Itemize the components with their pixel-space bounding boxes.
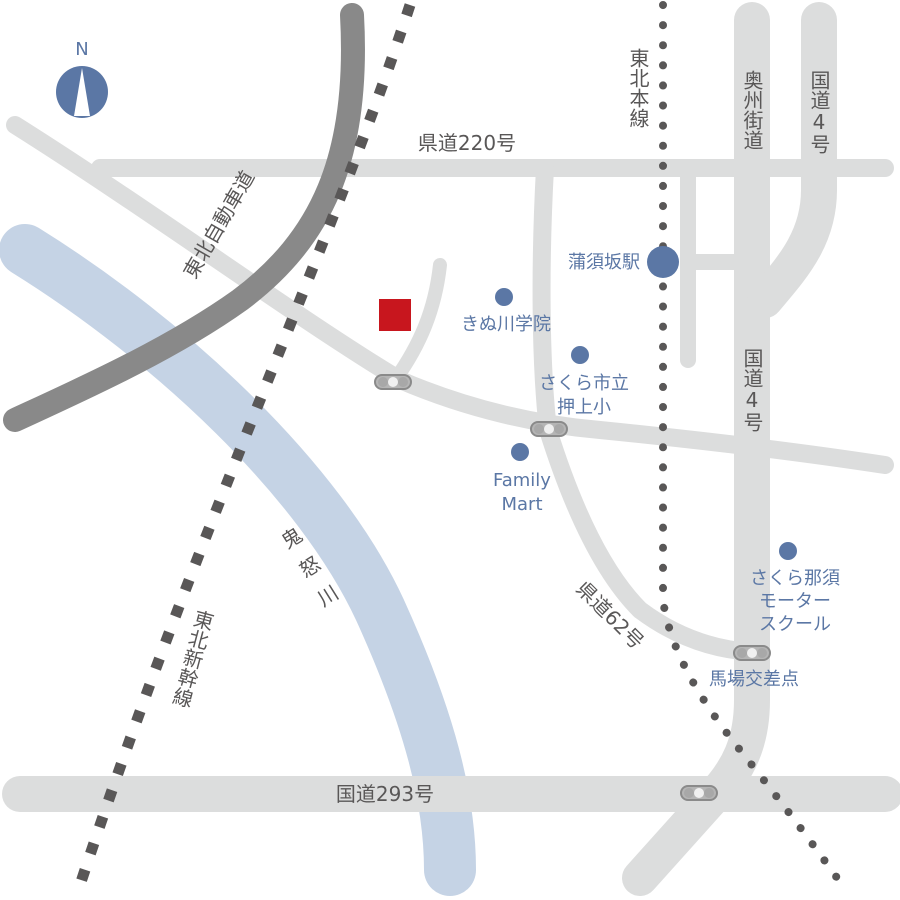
poi-label-familymart-2: Mart xyxy=(501,494,542,515)
poi-label-oshiage-school: さくら市立 xyxy=(539,373,629,394)
poi-label-motor-school: さくら那須 xyxy=(750,568,840,589)
north-arrow-icon xyxy=(56,66,108,118)
expressway-tohoku xyxy=(3,3,365,432)
traffic-signal-icon xyxy=(680,785,718,801)
poi-dot-icon xyxy=(511,443,529,461)
poi-label-motor-school-2: モーター xyxy=(759,591,831,612)
poi-dot-icon xyxy=(495,288,513,306)
traffic-signal-icon xyxy=(733,645,771,661)
poi-dot-icon xyxy=(779,542,797,560)
poi-label-kinugawa-gakuin: きぬ川学院 xyxy=(461,314,551,335)
road-label-national-293: 国道293号 xyxy=(336,782,434,806)
compass-label: N xyxy=(75,39,88,60)
road-label-pref-220: 県道220号 xyxy=(418,131,516,155)
railway-shinkansen xyxy=(74,3,416,887)
traffic-signal-icon xyxy=(374,374,412,390)
intersection-label-baba: 馬場交差点 xyxy=(709,669,799,690)
road-spur xyxy=(388,258,447,387)
station-label: 蒲須坂駅 xyxy=(568,252,640,273)
railway-label-shinkansen: 東北新幹線 xyxy=(168,607,217,710)
destination-marker xyxy=(379,299,411,331)
station-icon xyxy=(647,246,679,278)
road-label-national-4-top: 国道4号 xyxy=(807,70,831,154)
traffic-signal-icon xyxy=(530,421,568,437)
poi-label-motor-school-3: スクール xyxy=(759,614,831,635)
road-label-national-4-mid: 国道4号 xyxy=(740,348,764,432)
road-national-4-upper xyxy=(747,2,837,318)
poi-label-oshiage-school-2: 押上小 xyxy=(557,397,611,418)
poi-label-familymart: Family xyxy=(493,470,551,491)
road-pref-62 xyxy=(532,159,761,661)
poi-dot-icon xyxy=(571,346,589,364)
road-label-oshu-kaido: 奥州街道 xyxy=(740,70,764,150)
railway-label-tohoku-main: 東北本線 xyxy=(626,48,650,128)
railway-tohoku-main xyxy=(659,1,844,886)
